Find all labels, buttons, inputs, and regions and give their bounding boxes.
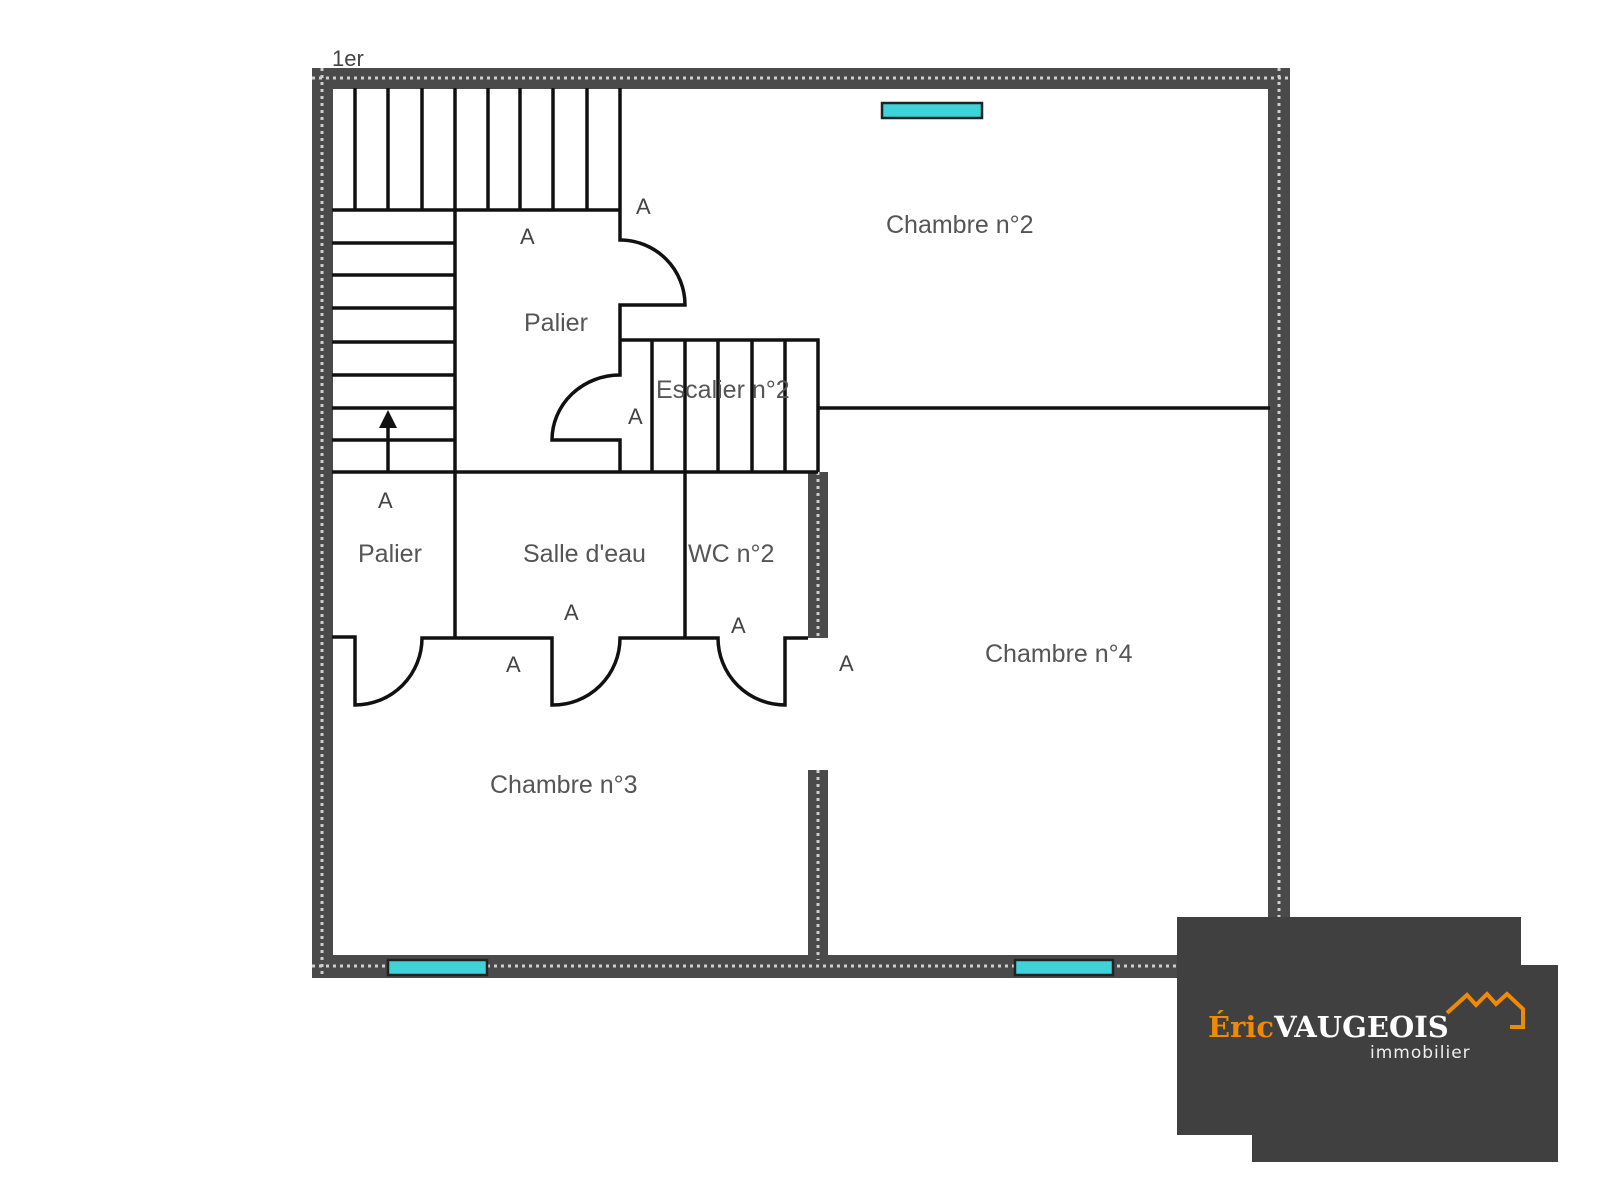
- room-chambre-4: Chambre n°4: [985, 640, 1133, 668]
- window-bottom-left: [386, 958, 489, 977]
- room-palier-bottom: Palier: [358, 540, 422, 568]
- exterior-walls: [312, 68, 1290, 978]
- door-marker: A: [731, 613, 746, 638]
- floor-label: 1er: [332, 46, 364, 71]
- logo-subtitle: immobilier: [1370, 1043, 1471, 1063]
- window-top: [880, 101, 984, 120]
- room-salle-eau: Salle d'eau: [523, 540, 646, 568]
- room-chambre-3: Chambre n°3: [490, 771, 638, 799]
- room-chambre-2: Chambre n°2: [886, 211, 1034, 239]
- room-escalier-2: Escalier n°2: [656, 376, 790, 404]
- room-wc-2: WC n°2: [688, 540, 774, 568]
- staircase-main: [332, 88, 620, 472]
- arrow-up-icon: [379, 410, 397, 428]
- window-bottom-right: [1013, 958, 1115, 977]
- windows: [386, 101, 1115, 977]
- door-marker: A: [628, 404, 643, 429]
- door-marker: A: [564, 600, 579, 625]
- logo-wordmark: ÉricVAUGEOIS: [1208, 1009, 1449, 1044]
- agency-logo: ÉricVAUGEOIS immobilier: [1177, 917, 1558, 1162]
- house-roof-icon: [1445, 991, 1525, 1029]
- room-palier-top: Palier: [524, 309, 588, 337]
- door-marker: A: [839, 651, 854, 676]
- room-labels: Chambre n°2 Palier Escalier n°2 Palier S…: [358, 211, 1133, 799]
- door-marker: A: [636, 194, 651, 219]
- door-marker: A: [378, 488, 393, 513]
- door-marker: A: [506, 652, 521, 677]
- interior-walls: [332, 88, 1270, 707]
- door-marker: A: [520, 224, 535, 249]
- door-markers: A A A A A A A A: [378, 194, 854, 677]
